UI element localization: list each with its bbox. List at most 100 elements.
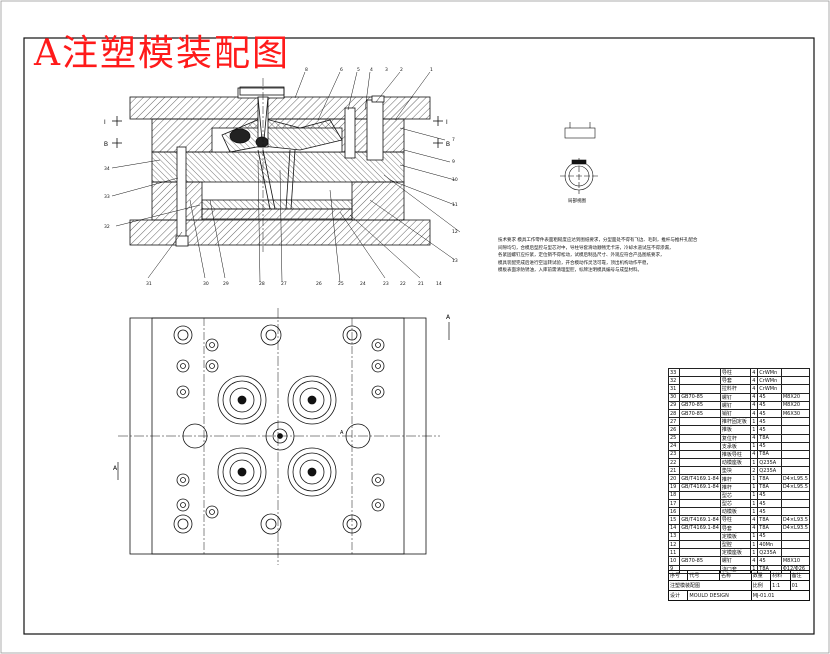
screw-hole-inner [180,502,186,508]
spacer-right [351,181,405,221]
bom-cell: D4×L93.5 [780,515,811,525]
screw-hole-inner [375,389,381,395]
return-pin [344,107,356,159]
bom-cell: 45 [757,531,782,541]
bom-cell: 4 [749,556,759,566]
bom-cell: 1 [749,417,759,427]
bom-cell [780,548,811,558]
bom-cell: GB70-85 [679,392,721,402]
bom-cell: 1 [749,490,759,501]
part-balloon: 11 [452,202,458,208]
bom-cell: 10 [667,556,681,566]
bom-cell: GB70-85 [679,400,721,410]
note-line: 各紧固螺钉应拧紧，定位销不得松动，试模后制品尺寸、外观应符合产品图纸要求， [498,253,665,258]
part-balloon: 9 [452,159,455,165]
bom-cell: 推板导柱 [719,449,751,460]
cavity-core [237,467,247,477]
bom-cell: 1 [749,482,759,492]
screw-hole-inner [375,363,381,369]
frame-border [23,37,815,635]
bom-cell: CrWMn [757,376,782,386]
note-line: 模板表面涂防锈油，入库前需清理型腔，标牌注明模具编号与成型材料。 [498,268,642,273]
bom-cell: T8A [757,523,782,533]
part-balloon: 34 [104,166,110,172]
bom-cell: 导柱 [719,367,751,378]
bom-cell [780,507,811,517]
bom-cell: 13 [667,531,681,541]
bom-cell: M8X20 [780,392,811,402]
cavity-outer [287,447,337,497]
bom-cell [679,490,721,501]
bom-cell [679,458,721,468]
bom-cell: 1 [749,498,759,509]
bom-cell [679,531,721,541]
guide-hole [342,514,362,534]
guide-hole-inner [177,329,189,341]
part-balloon: 3 [385,67,388,73]
bom-cell: D4×L93.5 [780,523,811,533]
bom-cell: T8A [757,482,782,492]
bom-cell: D4×L95.5 [780,482,811,492]
section-view [129,78,431,252]
bom-cell: 动模座板 [719,458,751,468]
bom-cell: 20 [667,474,681,484]
screw-hole-inner [375,342,381,348]
screw-hole [371,338,385,352]
cavity-outer [217,447,267,497]
view-a-top-label: A [446,314,451,321]
support-hole [182,423,208,449]
moving-mold-plate [151,151,405,183]
guide-hole-inner [346,329,358,341]
bom-cell [679,425,721,435]
bom-cell: 4 [749,449,759,460]
cavity-inner [229,459,255,485]
bom-cell [780,376,811,386]
part-balloon: 30 [203,281,209,287]
screw-hole [205,505,219,519]
bom-cell: 推杆固定板 [719,417,751,427]
bom-cell: 1 [749,548,759,558]
bom-cell: Q235A [757,466,782,476]
bom-cell [780,458,811,468]
technical-notes: 技术要求 模具工作零件表面粗糙度应达到图纸要求，分型面处不得有飞边、毛刺，推杆与… [498,237,830,275]
bom-cell: 4 [749,367,759,378]
bom-cell: GB/T4169.1-84 [679,523,721,533]
assembly-name: 注塑模装配图 [668,580,752,591]
part-balloon: 10 [452,177,458,183]
ejector-retainer [201,199,353,210]
bolt-hole [260,513,282,535]
bom-cell: 螺钉 [719,400,751,410]
bom-header-name: 名称 [719,570,752,581]
bom-cell: M8X20 [780,400,811,410]
bom-cell: GB/T4169.1-84 [679,474,721,484]
bom-cell: 25 [667,433,681,443]
note-line: 模具装配完成后进行空运转试验，开合模动作灵活可靠，顶出机构动作平稳， [498,260,651,266]
bom-cell: 45 [757,408,782,419]
bom-cell: 推板 [719,425,751,435]
drawing-title: A注塑模装配图 [34,33,290,74]
part-balloon: 29 [223,281,229,287]
bom-cell [679,498,721,509]
bom-header-material: 材料 [770,570,791,581]
screw-hole [176,498,190,512]
detail-view [560,122,598,194]
bom-cell: 12 [667,539,681,550]
bom-cell: D4×L95.5 [780,474,811,484]
bom-cell: 45 [757,498,782,509]
bom-cell [780,417,811,427]
bom-cell: 4 [749,392,759,402]
scale-label: 比例 [750,580,772,591]
bom-cell: 螺钉 [719,556,751,566]
bom-cell [780,531,811,541]
cavity-outer [217,375,267,425]
part-balloon: 32 [104,224,110,230]
screw-hole-inner [209,363,215,369]
